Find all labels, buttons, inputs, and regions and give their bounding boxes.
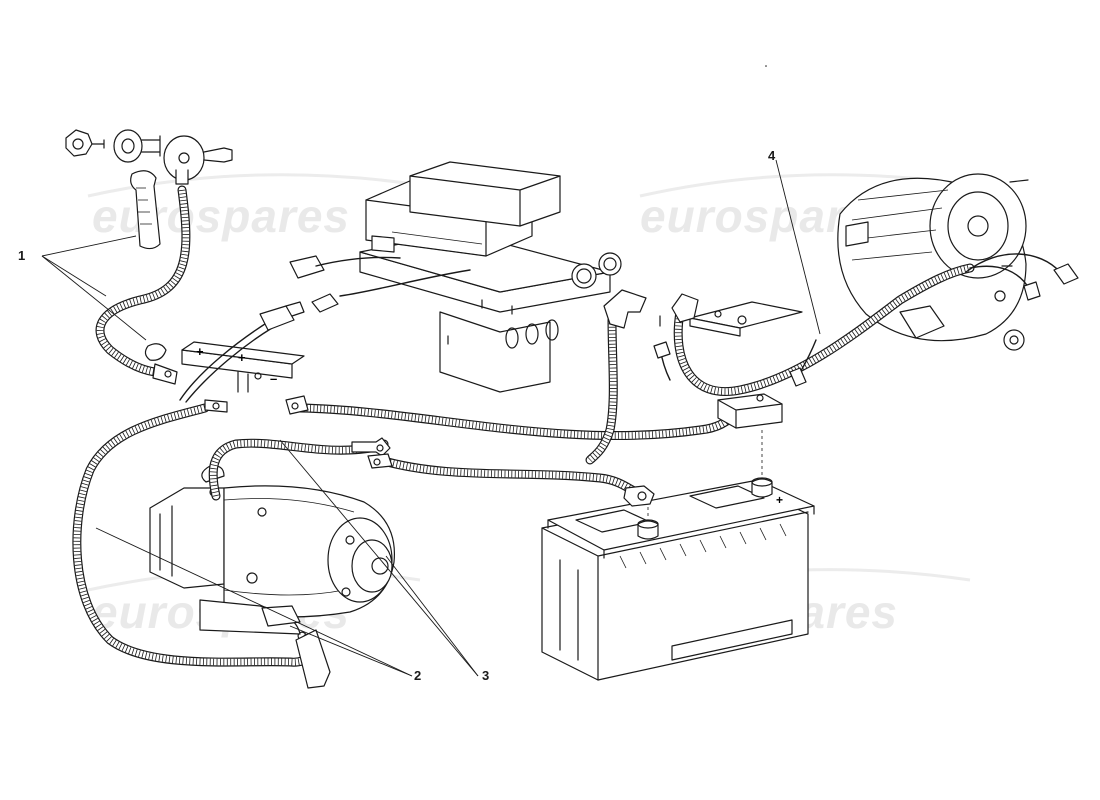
terminal-bar: + + –	[181, 341, 305, 393]
callout-1: 1	[18, 248, 25, 263]
starter-motor	[149, 465, 396, 635]
signal-wire	[179, 301, 305, 403]
battery: +	[541, 477, 815, 681]
callouts: 1 2 3 4	[18, 148, 776, 683]
battery-cable-harness-3	[208, 437, 391, 501]
fuse-relay-box	[289, 161, 622, 393]
mounting-bracket	[659, 301, 803, 337]
callout-4: 4	[768, 148, 776, 163]
svg-text:–: –	[270, 371, 277, 386]
main-harness-bundle	[285, 395, 741, 499]
watermark-top-left: eurospares	[92, 190, 350, 242]
battery-cable-harness-1	[95, 185, 191, 385]
alternator-harness-4	[653, 253, 1079, 396]
leader-lines	[41, 159, 821, 677]
vertical-harness	[585, 289, 647, 465]
svg-text:+: +	[196, 344, 204, 359]
svg-text:+: +	[238, 350, 246, 365]
callout-2: 2	[414, 668, 421, 683]
alternator	[837, 173, 1029, 351]
callout-3: 3	[482, 668, 489, 683]
relay-connector	[717, 393, 783, 480]
battery-isolator-switch	[65, 129, 233, 185]
svg-text:+: +	[776, 493, 783, 507]
terminal-boot	[130, 170, 161, 250]
speck	[765, 65, 767, 67]
battery-cable-harness-2	[72, 399, 331, 689]
